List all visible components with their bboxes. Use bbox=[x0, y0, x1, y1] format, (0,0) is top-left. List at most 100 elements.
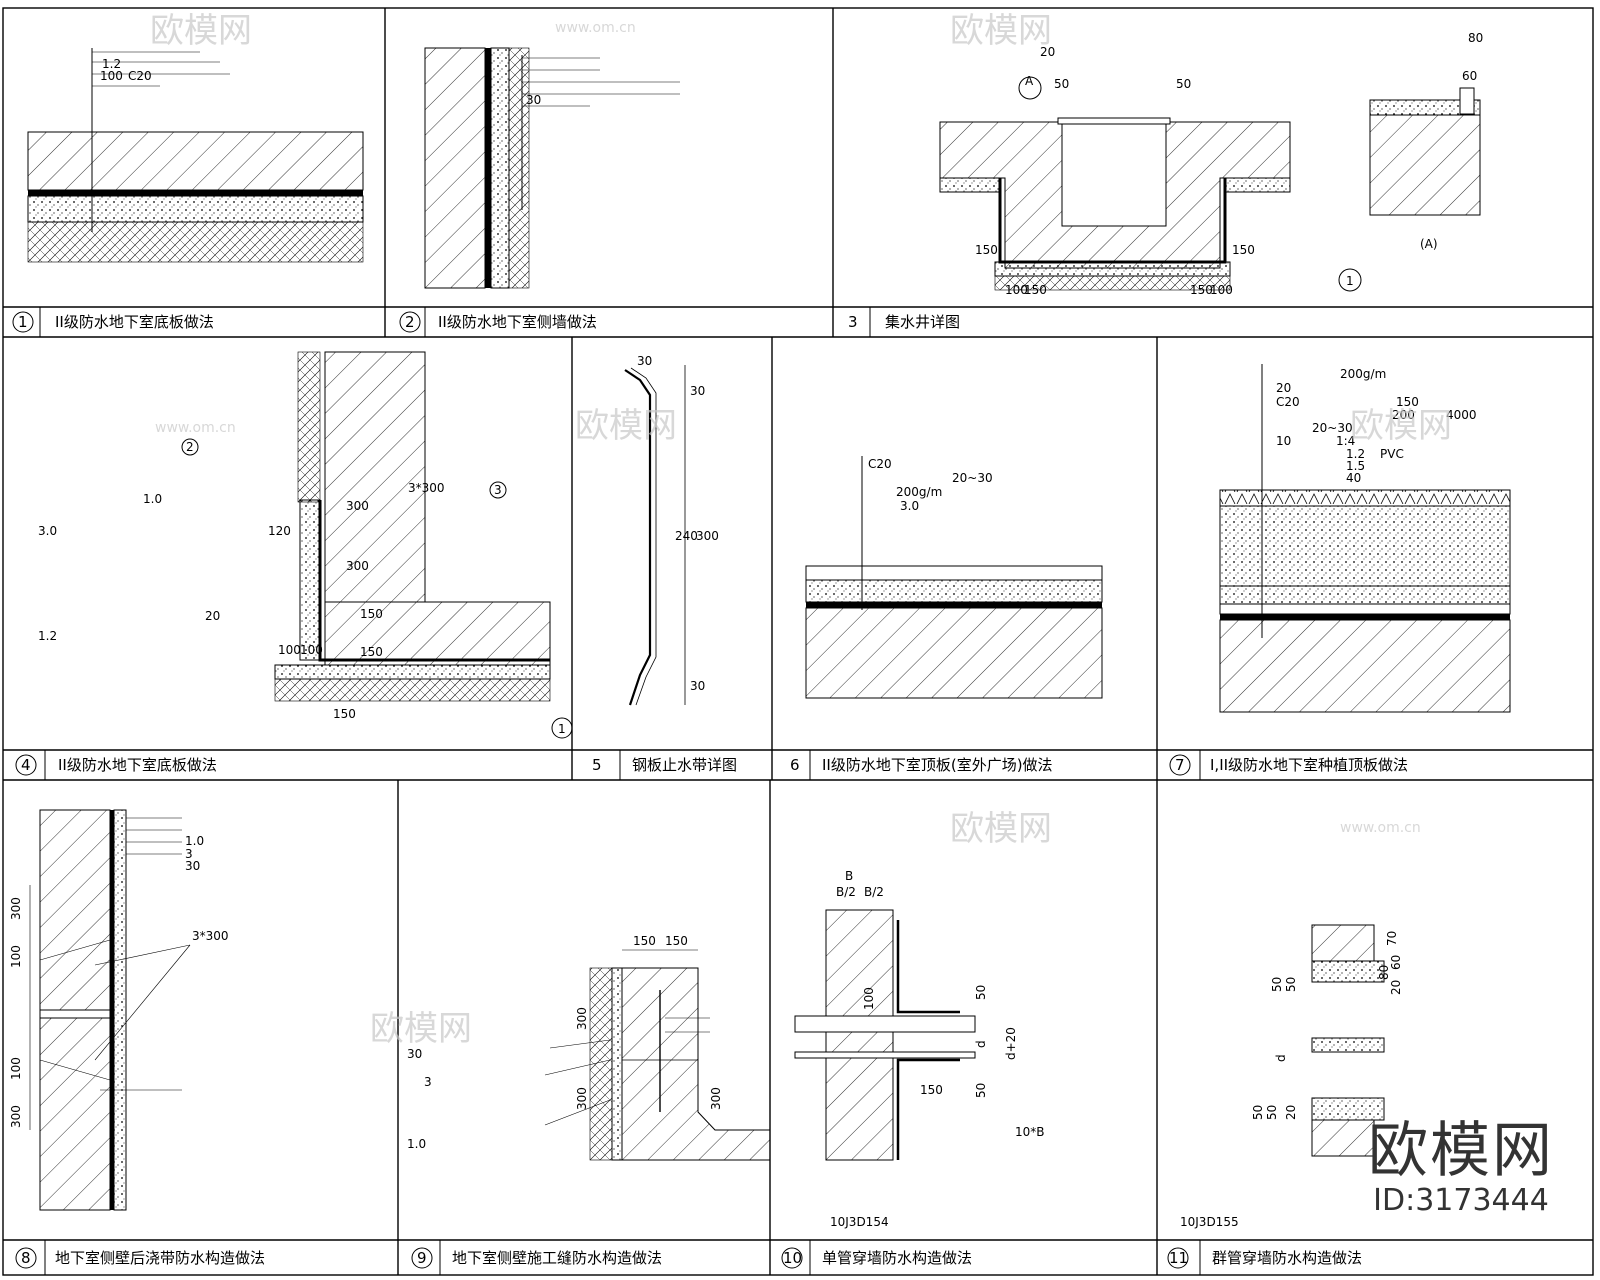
panel-1-drawing: 1.2 100 C20 bbox=[27, 48, 364, 263]
p8-dim-300a: 300 bbox=[9, 897, 23, 920]
p4-dim-100a: 100 bbox=[278, 643, 301, 657]
panel-3-title: 集水井详图 bbox=[885, 313, 960, 331]
p4-dim-150b: 150 bbox=[360, 645, 383, 659]
p3-dim-60: 60 bbox=[1462, 69, 1477, 83]
p10-dim-d20: d+20 bbox=[1004, 1027, 1018, 1060]
p5-dim-30b: 30 bbox=[690, 679, 705, 693]
p11-dim-50c: 50 bbox=[1251, 1105, 1265, 1120]
p10-note-len: 10*B bbox=[1015, 1125, 1045, 1139]
panel-10-number: 10 bbox=[783, 1249, 802, 1267]
panel-7-title: I,II级防水地下室种植顶板做法 bbox=[1210, 756, 1408, 774]
p1-note-3: C20 bbox=[128, 69, 152, 83]
p7-note-6: 4000 bbox=[1446, 408, 1477, 422]
p6-note-1: C20 bbox=[868, 457, 892, 471]
panel-2-number: 2 bbox=[405, 313, 415, 331]
p10-dim-50a: 50 bbox=[974, 985, 988, 1000]
panel-8-title: 地下室侧壁后浇带防水构造做法 bbox=[55, 1249, 265, 1267]
p8-dim-100b: 100 bbox=[9, 1057, 23, 1080]
p9-dim-150a: 150 bbox=[633, 934, 656, 948]
p7-note-7: 20~30 bbox=[1312, 421, 1353, 435]
panel-1-title: II级防水地下室底板做法 bbox=[55, 313, 214, 331]
panel-5-number: 5 bbox=[592, 756, 602, 774]
panel-3-drawing: A 1 20 50 50 150 150 100 150 150 100 (A)… bbox=[939, 31, 1483, 297]
panel-6-drawing: C20 20~30 200g/m 3.0 bbox=[805, 456, 1103, 699]
p11-dim-20: 20 bbox=[1389, 980, 1403, 995]
p9-note-1: 30 bbox=[407, 1047, 422, 1061]
p7-note-11: PVC bbox=[1380, 447, 1404, 461]
p3-dim-50a: 50 bbox=[1054, 77, 1069, 91]
p10-dim-b2b: B/2 bbox=[864, 885, 884, 899]
p5-dim-300: 300 bbox=[696, 529, 719, 543]
panel-10-drawing: B B/2 B/2 50 d d+20 50 150 100 10*B 10J3… bbox=[794, 869, 1045, 1229]
p3-dim-20: 20 bbox=[1040, 45, 1055, 59]
p3-detail-a: (A) bbox=[1420, 237, 1438, 251]
frame bbox=[2, 7, 1594, 1276]
p7-note-12: 1.5 bbox=[1346, 459, 1365, 473]
panel-1-number: 1 bbox=[18, 313, 28, 331]
p4-dim-300b: 300 bbox=[346, 559, 369, 573]
p10-dim-150: 150 bbox=[920, 1083, 943, 1097]
p9-note-2: 3 bbox=[424, 1075, 432, 1089]
panel-4-drawing: 2 3 1 3*300 1.0 3.0 120 300 300 150 150 … bbox=[38, 351, 573, 739]
p4-dim-120: 120 bbox=[268, 524, 291, 538]
p10-dim-50b: 50 bbox=[974, 1083, 988, 1098]
p4-note-2: 3.0 bbox=[38, 524, 57, 538]
p11-dim-60: 60 bbox=[1389, 955, 1403, 970]
p8-note-2: 3 bbox=[185, 847, 193, 861]
p7-note-4: 150 bbox=[1396, 395, 1419, 409]
p10-dim-b: B bbox=[845, 869, 853, 883]
panel-4-number: 4 bbox=[21, 756, 31, 774]
panel-2-drawing: 30 bbox=[424, 47, 680, 289]
p9-dim-300a: 300 bbox=[575, 1007, 589, 1030]
panel-6-title: II级防水地下室顶板(室外广场)做法 bbox=[822, 756, 1053, 774]
p10-ref: 10J3D154 bbox=[830, 1215, 889, 1229]
panel-11-drawing: 50 50 20 60 70 80 d 50 50 20 10J3D155 bbox=[1180, 924, 1403, 1229]
p3-dim-150d: 150 bbox=[1190, 283, 1213, 297]
panel-8-number: 8 bbox=[21, 1249, 31, 1267]
p9-dim-150b: 150 bbox=[665, 934, 688, 948]
p1-note-2: 100 bbox=[100, 69, 123, 83]
brand-logo: 欧模网 ID:3173444 bbox=[1346, 1118, 1576, 1218]
p4-ref-2: 2 bbox=[186, 440, 194, 454]
p8-waterstop: 3*300 bbox=[192, 929, 229, 943]
p7-note-3: C20 bbox=[1276, 395, 1300, 409]
p3-dim-80: 80 bbox=[1468, 31, 1483, 45]
watermark-url-2: www.om.cn bbox=[155, 420, 236, 436]
watermark-4: 欧模网 bbox=[1350, 406, 1452, 446]
watermark-3: 欧模网 bbox=[575, 406, 677, 446]
p4-note-3: 1.2 bbox=[38, 629, 57, 643]
p4-dim-300a: 300 bbox=[346, 499, 369, 513]
p10-dim-100: 100 bbox=[862, 987, 876, 1010]
panel-7-drawing: 200g/m 20 C20 150 200 4000 20~30 10 1:4 … bbox=[1219, 364, 1511, 713]
p4-note-1: 1.0 bbox=[143, 492, 162, 506]
p9-dim-300c: 300 bbox=[709, 1087, 723, 1110]
panel-9-number: 9 bbox=[417, 1249, 427, 1267]
panel-4-title: II级防水地下室底板做法 bbox=[58, 756, 217, 774]
watermark-url-3: www.om.cn bbox=[1340, 820, 1421, 836]
p8-note-1: 1.0 bbox=[185, 834, 204, 848]
p3-ref-a: A bbox=[1025, 74, 1034, 88]
p4-dim-100b: 100 bbox=[300, 643, 323, 657]
p4-dim-150c: 150 bbox=[333, 707, 356, 721]
p3-ref-1: 1 bbox=[1346, 274, 1354, 288]
panel-10-title: 单管穿墙防水构造做法 bbox=[822, 1249, 972, 1267]
p11-dim-70: 70 bbox=[1385, 931, 1399, 946]
p5-dim-30a: 30 bbox=[690, 384, 705, 398]
p4-note-4: 20 bbox=[205, 609, 220, 623]
watermark-1: 欧模网 bbox=[150, 11, 252, 51]
p11-ref: 10J3D155 bbox=[1180, 1215, 1239, 1229]
p7-note-1: 200g/m bbox=[1340, 367, 1386, 381]
panel-5-title: 钢板止水带详图 bbox=[632, 756, 737, 774]
panel-7-number: 7 bbox=[1175, 756, 1185, 774]
watermarks: 欧模网 欧模网 欧模网 欧模网 欧模网 欧模网 www.om.cn www.om… bbox=[150, 11, 1452, 1049]
p6-note-4: 3.0 bbox=[900, 499, 919, 513]
p6-note-2: 20~30 bbox=[952, 471, 993, 485]
p11-dim-80: 80 bbox=[1377, 965, 1391, 980]
brand-id: ID:3173444 bbox=[1373, 1183, 1549, 1218]
p3-dim-100b: 100 bbox=[1210, 283, 1233, 297]
panel-3-number: 3 bbox=[848, 313, 858, 331]
p11-dim-50d: 50 bbox=[1265, 1105, 1279, 1120]
p3-dim-150b: 150 bbox=[1232, 243, 1255, 257]
panel-9-drawing: 150 150 30 3 1.0 300 300 300 bbox=[407, 934, 771, 1161]
